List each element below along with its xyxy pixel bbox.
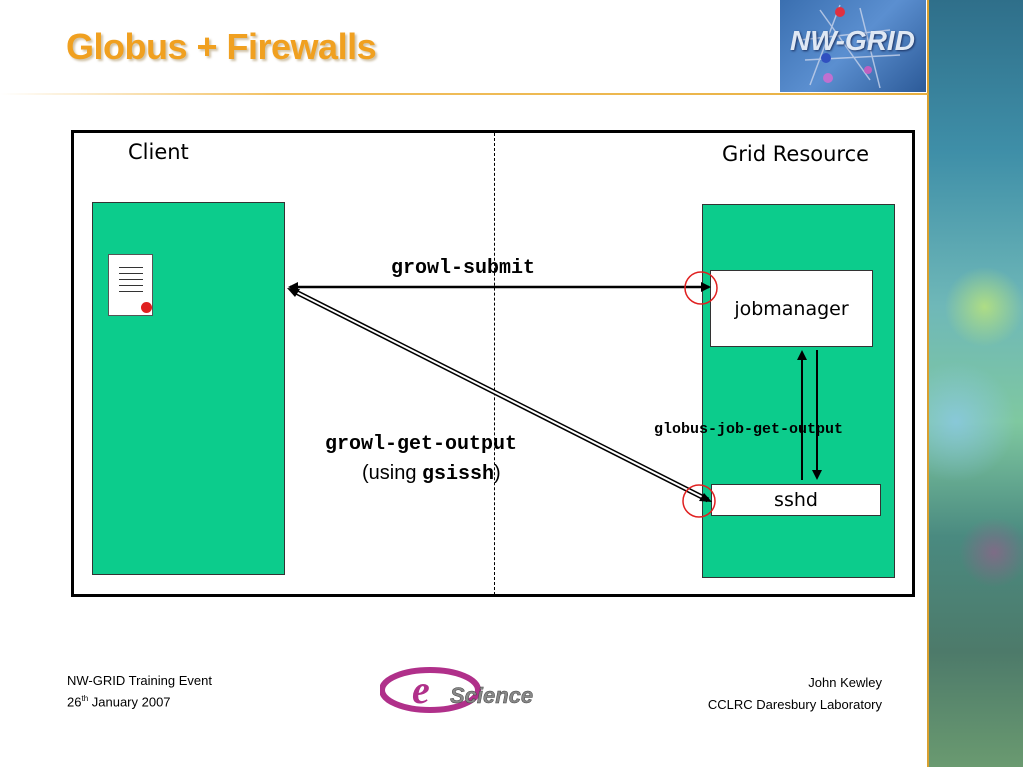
footer-author: John Kewley <box>808 675 882 690</box>
firewall-port-marker-sshd <box>682 484 716 518</box>
growl-get-output-arrowhead-client <box>287 288 300 297</box>
gsissh-command: gsissh <box>422 463 495 486</box>
growl-get-output-arrow-inner <box>291 289 709 501</box>
gsissh-note-suffix: ) <box>494 462 501 484</box>
escience-logo: e Science <box>379 665 600 715</box>
footer-date-suffix: th <box>81 694 89 703</box>
growl-submit-label: growl-submit <box>391 257 536 280</box>
logo-text: NW-GRID <box>790 25 915 56</box>
sshd-box: sshd <box>711 484 881 516</box>
footer-date: 26th January 2007 <box>67 694 171 709</box>
jobmanager-box: jobmanager <box>710 270 873 347</box>
gsissh-note-prefix: (using <box>362 462 423 484</box>
certificate-seal-icon <box>141 302 152 313</box>
slide-title: Globus + Firewalls <box>66 26 377 67</box>
firewall-port-marker-jobmanager <box>684 271 718 305</box>
footer-affiliation: CCLRC Daresbury Laboratory <box>707 697 882 712</box>
escience-logo-text: Science <box>450 683 533 708</box>
escience-logo-graphic: e Science <box>379 667 533 713</box>
client-label: Client <box>128 140 189 164</box>
footer-date-day: 26 <box>67 694 82 710</box>
growl-get-output-arrowhead-sshd <box>699 493 712 502</box>
title-rule <box>0 93 928 95</box>
certificate-document-icon <box>108 254 153 316</box>
growl-get-output-label: growl-get-output <box>325 433 518 456</box>
logo-network-graphic <box>799 4 901 89</box>
client-block <box>92 202 285 575</box>
footer-event: NW-GRID Training Event <box>67 673 212 688</box>
sshd-label: sshd <box>774 489 818 511</box>
decorative-side-image <box>927 0 1023 767</box>
gsissh-note: (using gsissh) <box>362 462 501 486</box>
jobmanager-label: jobmanager <box>734 297 849 320</box>
side-border-line <box>927 0 929 767</box>
footer-date-rest: January 2007 <box>88 694 171 710</box>
grid-resource-label: Grid Resource <box>722 142 870 166</box>
firewall-divider <box>494 133 495 595</box>
globus-job-get-output-label: globus-job-get-output <box>654 421 844 438</box>
nw-grid-logo: NW-GRID <box>780 0 926 92</box>
escience-logo-initial: e <box>412 667 430 712</box>
